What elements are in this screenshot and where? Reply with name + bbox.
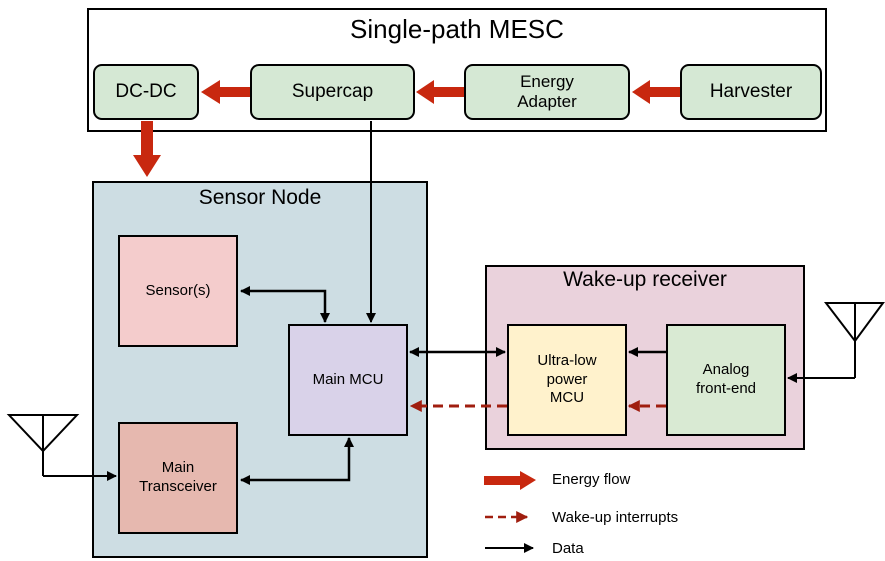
legend-energy-flow-label: Energy flow (552, 471, 631, 488)
ulp-mcu-label-line1: Ultra-low (537, 351, 597, 369)
energy-adapter-label-line2: Adapter (517, 92, 577, 111)
energy-arrow-harvester-to-adapter (632, 80, 680, 104)
dcdc-block: DC-DC (93, 64, 199, 120)
legend-energy-flow-symbol (484, 471, 536, 490)
main-transceiver-label-line1: Main (161, 459, 195, 477)
sensors-label: Sensor(s) (145, 281, 211, 299)
energy-arrow-supercap-to-dcdc (201, 80, 250, 104)
legend-data-label: Data (552, 540, 584, 557)
legend-wake-up-interrupts-label: Wake-up interrupts (552, 509, 679, 526)
main-mcu-label: Main MCU (312, 370, 384, 388)
sensors-block: Sensor(s) (118, 235, 238, 347)
afe-label-line1: Analog (702, 361, 750, 379)
supercap-label: Supercap (291, 81, 374, 102)
data-line-transceiver-mcu (240, 437, 354, 485)
energy-arrow-adapter-to-supercap (416, 80, 464, 104)
antenna-icon-wake-up-receiver (787, 302, 885, 383)
main-transceiver-label-line2: Transceiver (139, 478, 217, 495)
data-line-sensors-mcu (240, 286, 330, 323)
mesc-title: Single-path MESC (350, 14, 564, 44)
energy-adapter-label-line1: Energy (520, 71, 574, 91)
ulp-mcu-block: Ultra-low power MCU (507, 324, 627, 436)
dcdc-label: DC-DC (115, 81, 177, 102)
ulp-mcu-label-line3: MCU (549, 389, 585, 407)
energy-adapter-block: Energy Adapter (464, 64, 630, 120)
ulp-mcu-label-line2: power (546, 370, 588, 388)
main-transceiver-block: Main Transceiver (118, 422, 238, 534)
energy-arrow-dcdc-to-sensor-node (133, 121, 161, 177)
wake-up-receiver-title: Wake-up receiver (563, 268, 727, 291)
antenna-icon-transceiver (6, 414, 117, 481)
main-mcu-block: Main MCU (288, 324, 408, 436)
afe-label-line2: front-end (695, 380, 757, 397)
analog-front-end-block: Analog front-end (666, 324, 786, 436)
supercap-block: Supercap (250, 64, 415, 120)
harvester-label: Harvester (709, 81, 793, 102)
harvester-block: Harvester (680, 64, 822, 120)
sensor-node-title: Sensor Node (198, 186, 322, 209)
